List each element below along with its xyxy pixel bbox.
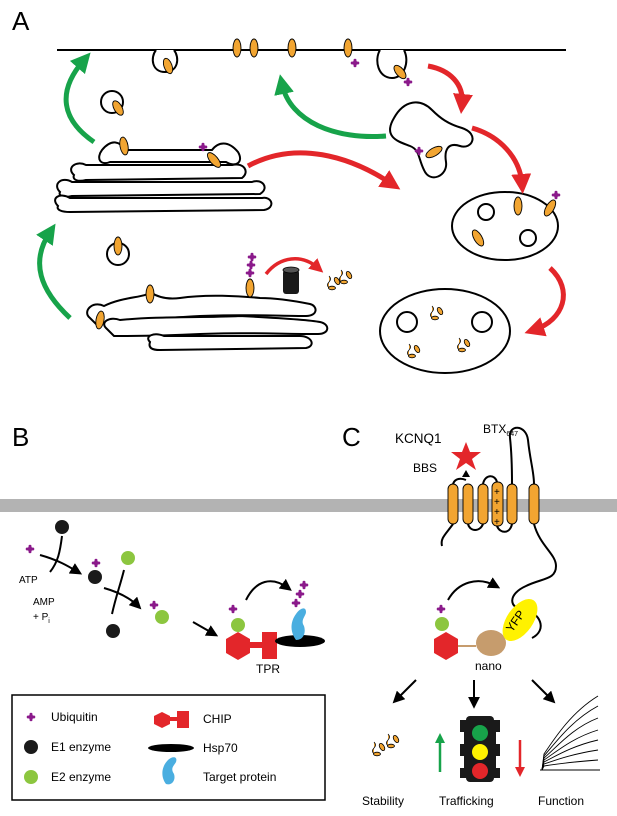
- e2-ubiquitin-complex: [155, 610, 169, 624]
- early-endosome: [389, 101, 474, 179]
- surface-channels: [232, 38, 360, 68]
- outcome-trafficking: Trafficking: [439, 794, 494, 808]
- lysosome: [379, 288, 511, 374]
- outcome-function: Function: [538, 794, 584, 808]
- svg-text:+: +: [494, 497, 500, 508]
- panel-c-letter: C: [342, 422, 361, 452]
- forward-trafficking-arrows: [36, 52, 387, 320]
- legend-e1: E1 enzyme: [51, 740, 111, 754]
- e1-released: [106, 624, 120, 638]
- panel-c: C KCNQ1 BTX647 BBS + + + +: [342, 422, 600, 808]
- bbs-tag: [462, 470, 470, 477]
- golgi-vesicle: [100, 90, 124, 116]
- outcome-stability: Stability: [362, 794, 404, 808]
- stability-fragments: [372, 733, 401, 757]
- panel-b-letter: B: [12, 422, 29, 452]
- legend-e2: E2 enzyme: [51, 770, 111, 784]
- amp-label: AMP: [33, 597, 55, 608]
- endoplasmic-reticulum: [86, 252, 329, 352]
- proteasome: [282, 266, 300, 294]
- e2-enzyme: [121, 551, 135, 565]
- nano-label: nano: [475, 659, 502, 673]
- to-chip-arrow: [192, 621, 219, 637]
- degraded-fragments-er: [327, 275, 342, 291]
- btx-star: [451, 442, 481, 470]
- panel-a-letter: A: [12, 6, 30, 36]
- svg-text:+: +: [494, 517, 500, 528]
- plasma-membrane-band: [0, 499, 617, 512]
- traffic-light-icon: [435, 716, 525, 782]
- stability-arrow: [392, 679, 417, 704]
- e1-path: [49, 535, 63, 573]
- bbs-label: BBS: [413, 461, 437, 475]
- chip-complex: [226, 578, 325, 660]
- legend-target-protein: Target protein: [203, 770, 276, 784]
- tpr-label: TPR: [256, 662, 280, 676]
- late-endosome: [451, 190, 561, 261]
- er-vesicle: [106, 236, 130, 266]
- exocytic-vesicle: [151, 49, 179, 75]
- endocytic-vesicle: [376, 49, 413, 87]
- legend-hsp70: Hsp70: [203, 741, 238, 755]
- function-arrow: [531, 679, 556, 704]
- degradation-arrows: [246, 63, 566, 337]
- svg-text:+: +: [494, 487, 500, 498]
- atp-label: ATP: [19, 575, 38, 586]
- panel-b: B ATP AMP + Pi: [0, 422, 617, 801]
- golgi-apparatus: [54, 136, 273, 214]
- legend-ubiquitin: Ubiquitin: [51, 710, 98, 724]
- panel-a: A: [12, 6, 566, 374]
- e1-ubiquitin-complex: [88, 570, 102, 584]
- e1-enzyme: [55, 520, 69, 534]
- current-traces-icon: [540, 695, 600, 771]
- kcnq1-channel: + + + +: [440, 426, 558, 639]
- chip-nano-yfp: YFP: [434, 577, 538, 660]
- pi-label: + Pi: [33, 612, 50, 625]
- legend: Ubiquitin E1 enzyme E2 enzyme CHIP Hsp70…: [11, 694, 326, 801]
- legend-chip: CHIP: [203, 712, 232, 726]
- svg-text:+: +: [494, 507, 500, 518]
- btx-label: BTX647: [483, 422, 518, 438]
- kcnq1-label: KCNQ1: [395, 431, 442, 446]
